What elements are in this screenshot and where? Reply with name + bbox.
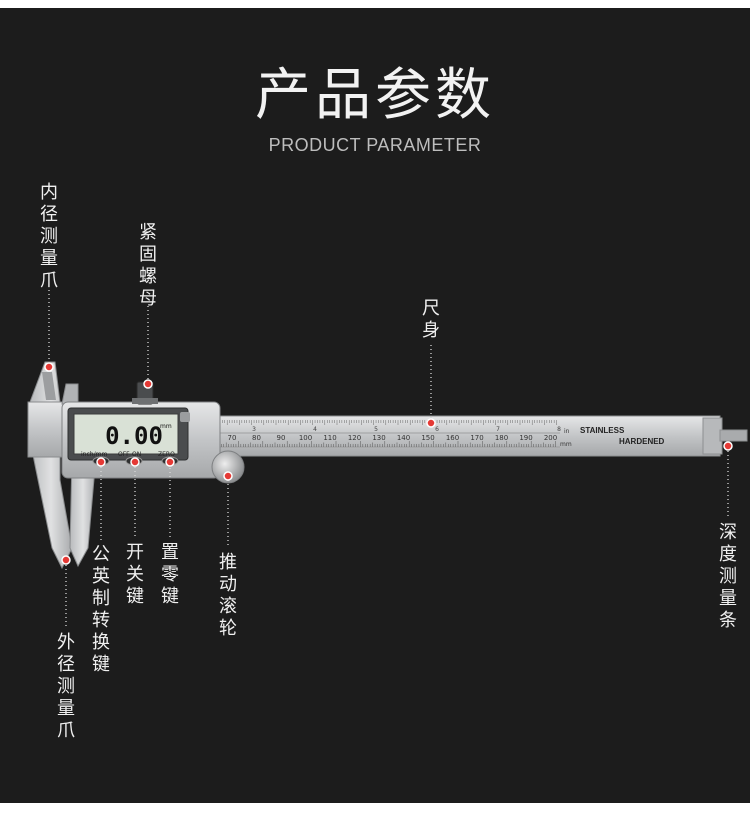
ruler-tick-label: 120: [348, 434, 361, 442]
ruler-in-unit: in: [564, 428, 570, 435]
ruler-inch-label: 7: [496, 426, 500, 433]
ruler-tick-label: 200: [544, 434, 557, 442]
lcd-screen: [73, 413, 179, 455]
bottom-strip: [0, 803, 750, 813]
marker-outer-jaw: [61, 555, 71, 565]
ruler-inch-label: 6: [435, 426, 439, 433]
ruler-tick-label: 130: [372, 434, 385, 442]
marker-zero-key: [165, 457, 175, 467]
ruler-inch-label: 8: [557, 426, 561, 433]
label-lock-nut: 紧固螺母: [139, 222, 157, 309]
ruler-body: [199, 415, 721, 457]
btn-zero-label: ZERO: [158, 451, 175, 458]
ruler-tick-label: 170: [470, 434, 483, 442]
label-inner-jaw: 内径测量爪: [40, 182, 58, 291]
top-strip: [0, 0, 750, 8]
label-ruler-body: 尺身: [422, 298, 440, 341]
label-power-key: 开关键: [126, 542, 144, 607]
btn-on-label: ON: [132, 451, 141, 458]
ruler-tick-label: 180: [495, 434, 508, 442]
btn-off-label: OFF: [118, 451, 130, 458]
marker-power-key: [130, 457, 140, 467]
ruler-tick-label: 70: [228, 434, 237, 442]
label-thumb-roller: 推动滚轮: [219, 552, 237, 639]
ruler-tick-label: 190: [519, 434, 532, 442]
label-depth-bar: 深度测量条: [719, 522, 737, 631]
marker-depth-bar: [723, 441, 733, 451]
label-unit-switch: 公英制转换键: [92, 544, 110, 675]
marker-unit-switch: [96, 457, 106, 467]
ruler-tick-label: 100: [299, 434, 312, 442]
thumb-roller: [211, 450, 245, 484]
marker-thumb-roller: [223, 471, 233, 481]
ruler-inch-tick-labels: 3 4 5 6 7 8: [252, 426, 561, 433]
label-zero-key: 置零键: [161, 542, 179, 607]
depth-bar: [702, 417, 723, 455]
ruler-tick-label: 160: [446, 434, 459, 442]
engraving-stainless: STAINLESS: [580, 426, 625, 435]
page-subtitle: PRODUCT PARAMETER: [268, 135, 482, 155]
ruler-mm-unit: mm: [560, 441, 572, 448]
ruler-inch-label: 3: [252, 426, 256, 433]
ruler-tick-label: 80: [252, 434, 261, 442]
marker-lock-nut: [143, 379, 153, 389]
ruler-tick-label: 150: [421, 434, 434, 442]
ruler-inch-label: 4: [313, 426, 317, 433]
ruler-inch-label: 5: [374, 426, 378, 433]
engraving-hardened: HARDENED: [619, 437, 665, 446]
page-title: 产品参数: [255, 63, 495, 128]
ruler-tick-label: 90: [277, 434, 286, 442]
marker-inner-jaw: [44, 362, 54, 372]
btn-mode-label: inch/mm: [81, 451, 107, 458]
lcd-unit: mm: [160, 423, 172, 430]
ruler-tick-label: 140: [397, 434, 410, 442]
marker-ruler-body: [426, 418, 436, 428]
label-outer-jaw: 外径测量爪: [57, 632, 75, 741]
lcd-reading: 0.00: [105, 422, 163, 450]
ruler-tick-label: 110: [323, 434, 336, 442]
ruler-main-tick-labels: 70 80 90 100 110 120 130 140 150 160 170 180 190 200: [228, 434, 558, 442]
